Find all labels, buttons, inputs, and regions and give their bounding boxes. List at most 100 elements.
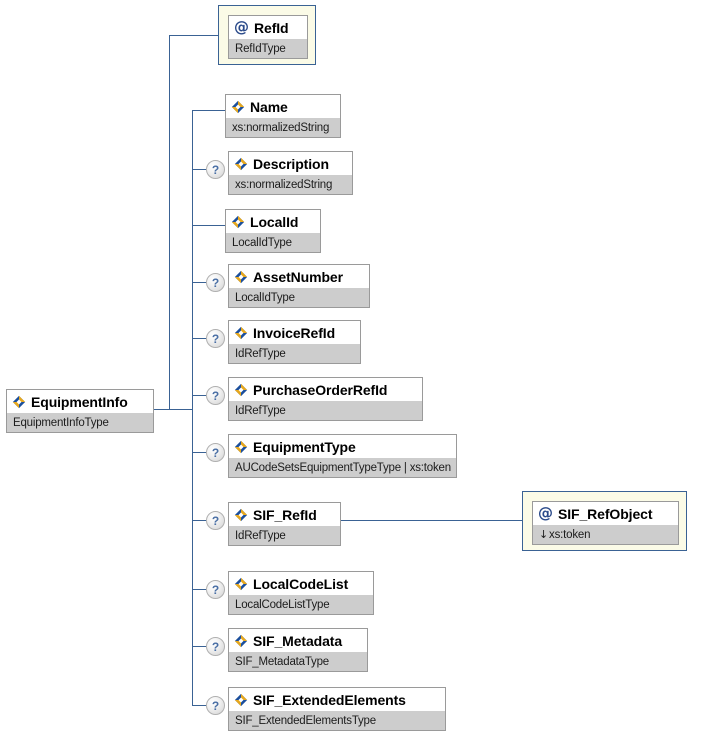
node-localid[interactable]: LocalId LocalIdType [225, 209, 321, 253]
optional-glyph: ? [211, 331, 220, 346]
node-label: SIF_RefObject [558, 505, 653, 522]
optional-glyph: ? [211, 445, 220, 460]
node-name-row: EquipmentInfo [7, 390, 153, 413]
node-label: RefId [254, 19, 289, 36]
attribute-container-refid: @ RefId RefIdType [218, 5, 316, 65]
node-localcodelist[interactable]: LocalCodeList LocalCodeListType [228, 571, 374, 615]
attribute-icon: @ [234, 18, 249, 36]
element-icon [234, 634, 248, 647]
node-type-label: LocalIdType [229, 288, 369, 307]
node-name-row: InvoiceRefId [229, 321, 360, 344]
connector-branch-assetnumber [192, 282, 206, 283]
element-icon [231, 100, 245, 113]
optional-marker-purchaseorderrefid: ? [206, 386, 225, 405]
node-equipmentinfo[interactable]: EquipmentInfo EquipmentInfoType [6, 389, 154, 433]
node-type-text: xs:token [549, 528, 591, 541]
node-type-label: SIF_MetadataType [229, 652, 367, 671]
node-type-label: AUCodeSetsEquipmentTypeType | xs:token [229, 458, 456, 477]
node-type-label: IdRefType [229, 526, 340, 545]
node-type-label: IdRefType [229, 344, 360, 363]
node-label: SIF_Metadata [253, 632, 343, 649]
node-label: SIF_ExtendedElements [253, 691, 406, 708]
node-name-row: SIF_Metadata [229, 629, 367, 652]
node-type-label: LocalIdType [226, 233, 320, 252]
optional-glyph: ? [211, 639, 220, 654]
node-label: InvoiceRefId [253, 324, 336, 341]
node-invoicerefid[interactable]: InvoiceRefId IdRefType [228, 320, 361, 364]
node-refid[interactable]: @ RefId RefIdType [228, 15, 308, 59]
connector-branch-equipmenttype [192, 452, 206, 453]
connector-branch-sifrefid [192, 520, 206, 521]
node-label: LocalCodeList [253, 575, 349, 592]
connector-attribute-branch-refid [169, 35, 219, 36]
node-type-label: LocalCodeListType [229, 595, 373, 614]
attribute-icon: @ [538, 504, 553, 522]
node-name-row: SIF_ExtendedElements [229, 688, 445, 711]
connector-branch-purchaseorderrefid [192, 395, 206, 396]
node-label: SIF_RefId [253, 506, 317, 523]
node-type-label: xs:normalizedString [226, 118, 340, 137]
connector-sifrefid-to-sifrefobject [340, 520, 523, 521]
node-assetnumber[interactable]: AssetNumber LocalIdType [228, 264, 370, 308]
optional-glyph: ? [211, 388, 220, 403]
node-label: LocalId [250, 213, 299, 230]
node-name-row: @ SIF_RefObject [533, 502, 678, 525]
node-name-row: LocalId [226, 210, 320, 233]
node-name-row: SIF_RefId [229, 503, 340, 526]
element-icon [234, 157, 248, 170]
connector-branch-sifmetadata [192, 646, 206, 647]
node-label: Description [253, 155, 329, 172]
optional-glyph: ? [211, 582, 220, 597]
element-icon [12, 395, 26, 408]
node-sifrefid[interactable]: SIF_RefId IdRefType [228, 502, 341, 546]
element-icon [234, 508, 248, 521]
node-label: Name [250, 98, 288, 115]
node-name-row: @ RefId [229, 16, 307, 39]
optional-glyph: ? [211, 162, 220, 177]
node-name-row: Name [226, 95, 340, 118]
node-sifextendedelements[interactable]: SIF_ExtendedElements SIF_ExtendedElement… [228, 687, 446, 731]
node-name-row: EquipmentType [229, 435, 456, 458]
node-type-label: RefIdType [229, 39, 307, 58]
connector-branch-invoicerefid [192, 338, 206, 339]
element-icon [234, 440, 248, 453]
connector-branch-localid [192, 225, 225, 226]
node-name-row: PurchaseOrderRefId [229, 378, 422, 401]
optional-marker-equipmenttype: ? [206, 443, 225, 462]
node-label: EquipmentInfo [31, 393, 128, 410]
node-name-row: LocalCodeList [229, 572, 373, 595]
optional-marker-description: ? [206, 160, 225, 179]
connector-element-trunk [192, 110, 193, 705]
node-name-row: Description [229, 152, 352, 175]
connector-root-stub [154, 409, 193, 410]
node-equipmenttype[interactable]: EquipmentType AUCodeSetsEquipmentTypeTyp… [228, 434, 457, 478]
node-label: AssetNumber [253, 268, 343, 285]
connector-branch-localcodelist [192, 589, 206, 590]
optional-marker-sifrefid: ? [206, 511, 225, 530]
element-icon [234, 383, 248, 396]
element-icon [234, 270, 248, 283]
node-description[interactable]: Description xs:normalizedString [228, 151, 353, 195]
element-icon [234, 693, 248, 706]
node-label: EquipmentType [253, 438, 356, 455]
optional-marker-sifmetadata: ? [206, 637, 225, 656]
optional-glyph: ? [211, 698, 220, 713]
node-sifrefobject[interactable]: @ SIF_RefObject ↓xs:token [532, 501, 679, 545]
element-icon [231, 215, 245, 228]
connector-branch-name [192, 110, 225, 111]
node-type-label: SIF_ExtendedElementsType [229, 711, 445, 730]
element-icon [234, 577, 248, 590]
element-icon [234, 326, 248, 339]
attribute-container-sifrefobject: @ SIF_RefObject ↓xs:token [522, 491, 687, 551]
connector-attribute-trunk [169, 35, 170, 410]
node-purchaseorderrefid[interactable]: PurchaseOrderRefId IdRefType [228, 377, 423, 421]
optional-marker-assetnumber: ? [206, 273, 225, 292]
node-label: PurchaseOrderRefId [253, 381, 388, 398]
node-name[interactable]: Name xs:normalizedString [225, 94, 341, 138]
node-sifmetadata[interactable]: SIF_Metadata SIF_MetadataType [228, 628, 368, 672]
connector-branch-sifextendedelements [192, 705, 206, 706]
optional-marker-invoicerefid: ? [206, 329, 225, 348]
optional-marker-sifextendedelements: ? [206, 696, 225, 715]
optional-marker-localcodelist: ? [206, 580, 225, 599]
